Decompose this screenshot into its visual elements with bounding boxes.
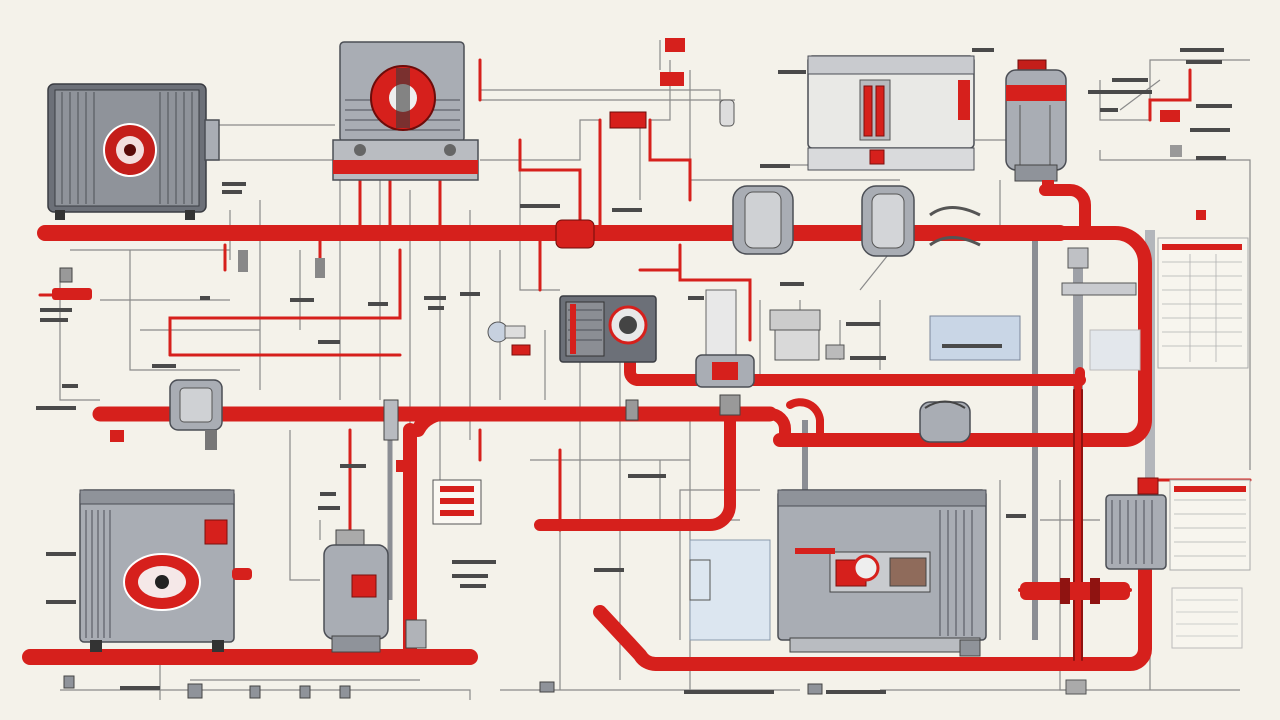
expansion-tank-top-right (1005, 59, 1067, 182)
thermostat-panel (559, 295, 657, 363)
pump-center (383, 289, 1021, 472)
control-cabinet-top-right (807, 55, 975, 171)
label-marks (36, 48, 1232, 694)
inline-fittings (555, 180, 1137, 296)
heat-pump-bottom-left (79, 489, 252, 652)
table-icon (1157, 237, 1249, 369)
signal-lines (59, 40, 1251, 700)
condenser-unit-top-left (47, 83, 220, 220)
air-handler-top-center (332, 41, 479, 181)
pressure-gauges (59, 38, 1182, 421)
pipe-supports (63, 639, 981, 699)
water-heater (323, 529, 427, 653)
heat-exchanger-right (1020, 477, 1167, 695)
caution-panel (432, 479, 482, 525)
info-table-right (1089, 210, 1251, 649)
boiler-icon (852, 554, 880, 582)
boiler-unit-bottom-center (689, 489, 987, 653)
filter-drier (52, 288, 223, 450)
